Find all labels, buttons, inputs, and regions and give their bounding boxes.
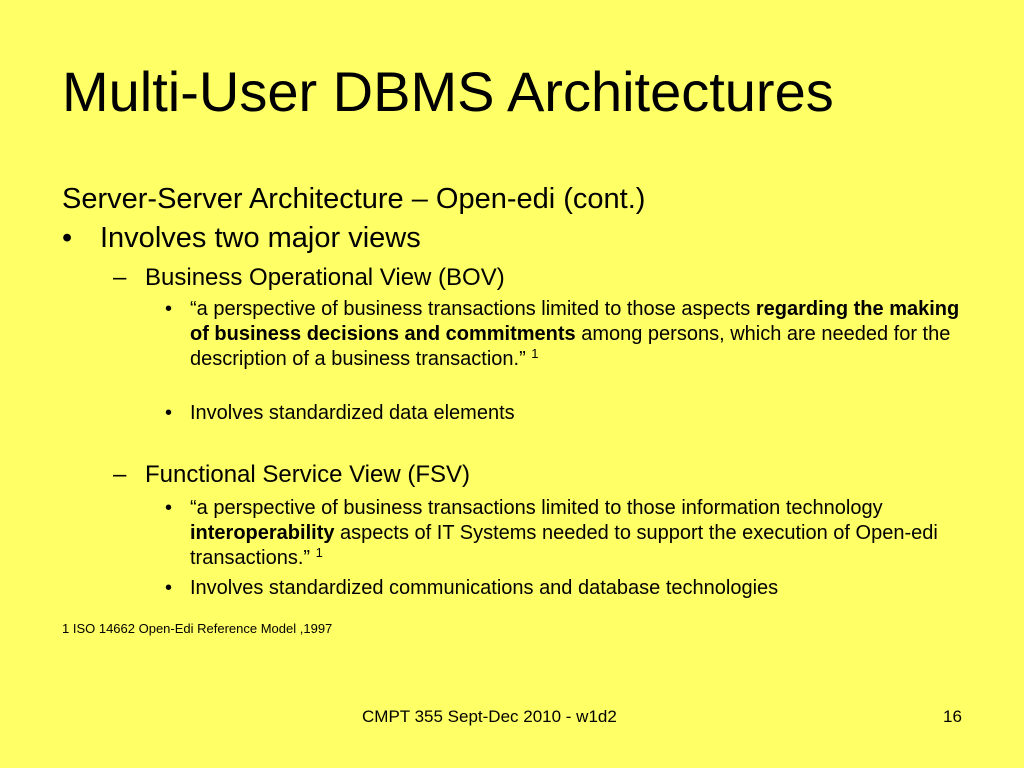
dash-marker: – bbox=[113, 264, 127, 291]
bov-definition-text: “a perspective of business transactions … bbox=[190, 297, 965, 372]
fsv-definition-post: aspects of IT Systems needed to support … bbox=[190, 522, 938, 569]
fsv-definition-item: • “a perspective of business transaction… bbox=[165, 496, 965, 571]
bullet-text: Involves two major views bbox=[100, 222, 421, 254]
bov-definition-item: • “a perspective of business transaction… bbox=[165, 297, 965, 372]
bov-data-elements-item: • Involves standardized data elements bbox=[165, 401, 965, 426]
page-number: 16 bbox=[943, 707, 962, 726]
subitem-text: Functional Service View (FSV) bbox=[145, 461, 471, 488]
slide-subheading: Server-Server Architecture – Open-edi (c… bbox=[62, 183, 646, 215]
bullet-marker: • bbox=[165, 497, 173, 519]
footnote-ref: 1 bbox=[315, 545, 323, 560]
bov-definition-bold: regarding the making of business decisio… bbox=[190, 298, 960, 345]
bov-definition-pre: “a perspective of business transactions … bbox=[190, 298, 756, 320]
bov-data-elements-text: Involves standardized data elements bbox=[190, 402, 515, 424]
subitem-text: Business Operational View (BOV) bbox=[145, 264, 505, 291]
bullet-marker: • bbox=[165, 577, 173, 599]
slide-footer: CMPT 355 Sept-Dec 2010 - w1d2 bbox=[362, 707, 617, 726]
bov-definition-post: among persons, which are needed for the … bbox=[190, 323, 951, 370]
fsv-definition-bold: interoperability bbox=[190, 522, 335, 544]
bullet-marker: • bbox=[62, 222, 73, 254]
bullet-marker: • bbox=[165, 402, 173, 424]
fsv-technologies-text: Involves standardized communications and… bbox=[190, 577, 779, 599]
dash-marker: – bbox=[113, 461, 127, 488]
slide-title: Multi-User DBMS Architectures bbox=[62, 60, 834, 123]
fsv-definition-text: “a perspective of business transactions … bbox=[190, 496, 965, 571]
fsv-technologies-item: • Involves standardized communications a… bbox=[165, 576, 965, 601]
fsv-definition-pre: “a perspective of business transactions … bbox=[190, 497, 883, 519]
bullet-marker: • bbox=[165, 298, 173, 320]
footnote-ref: 1 bbox=[531, 346, 539, 361]
footnote: 1 ISO 14662 Open-Edi Reference Model ,19… bbox=[62, 621, 333, 636]
